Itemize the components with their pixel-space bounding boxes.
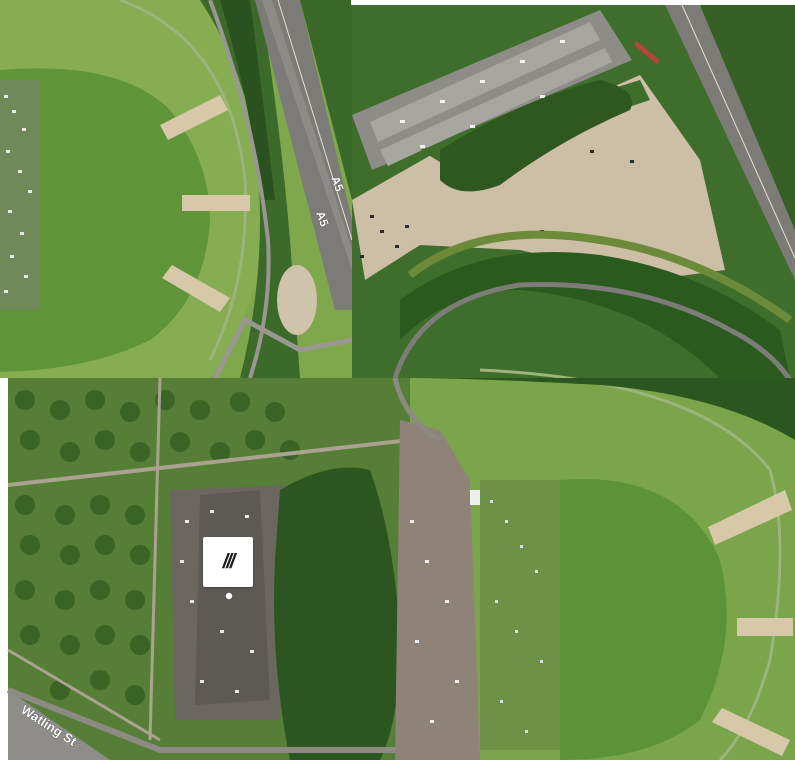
tile-top-right	[352, 4, 795, 382]
tile-top-left	[0, 0, 353, 380]
road-label-a5-upper: A5	[328, 174, 347, 194]
tile-bottom-right	[392, 368, 795, 762]
road-label-a5-lower: A5	[313, 209, 332, 229]
place-marker-glyph: ///	[222, 550, 236, 573]
location-pin-dot[interactable]	[224, 591, 234, 601]
place-marker[interactable]: ///	[203, 537, 253, 587]
